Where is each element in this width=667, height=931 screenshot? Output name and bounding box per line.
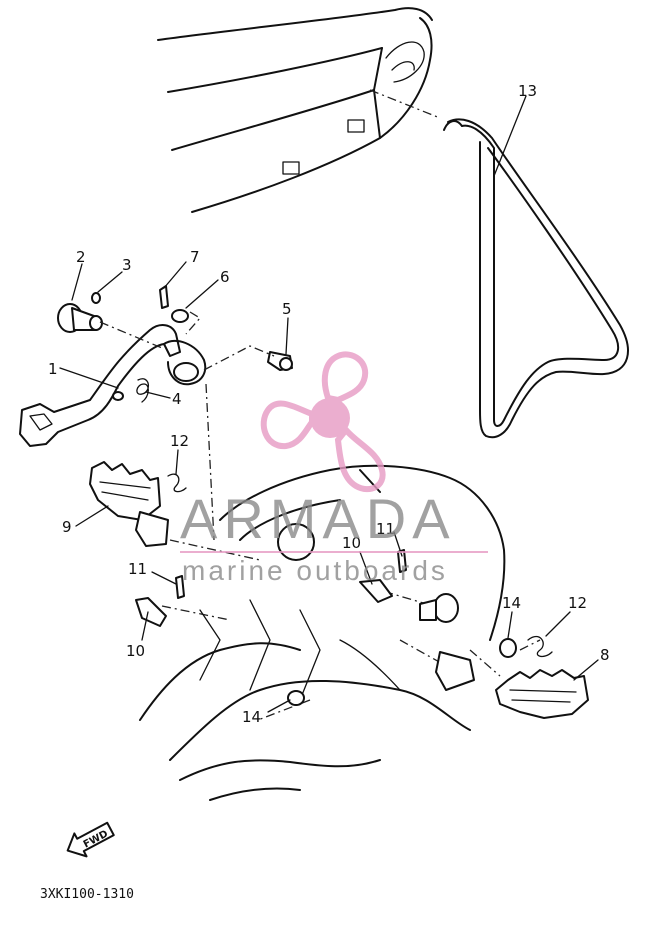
brake-pedal: [19, 324, 207, 447]
left-footrest: [89, 461, 187, 547]
callout-8: 8: [600, 646, 610, 664]
callout-4: 4: [172, 390, 182, 408]
callout-7: 7: [190, 248, 200, 266]
pivot-bolt: [57, 303, 103, 333]
watermark-brand: ARMADA: [180, 487, 456, 550]
side-stand: [443, 118, 629, 439]
callout-14-left: 14: [242, 708, 261, 726]
propeller-logo-icon: [260, 351, 386, 493]
callout-12-left: 12: [170, 432, 189, 450]
callout-3: 3: [122, 256, 132, 274]
callout-9: 9: [62, 518, 72, 536]
callout-1: 1: [48, 360, 58, 378]
callout-5: 5: [282, 300, 292, 318]
watermark: ARMADA marine outboards: [180, 351, 488, 586]
fwd-arrow: FWD: [66, 821, 115, 858]
assembly-lines: [99, 311, 541, 721]
small-parts: [91, 285, 293, 371]
right-footrest: [495, 635, 589, 719]
watermark-tagline: marine outboards: [182, 555, 448, 586]
callout-11-left: 11: [128, 560, 147, 578]
frame-lower: [135, 464, 506, 801]
callout-14-right: 14: [502, 594, 521, 612]
callout-2: 2: [76, 248, 86, 266]
callout-10-left: 10: [126, 642, 145, 660]
callouts: 1 2 3 4 5 6 7 8 9 10 10 11 11 12 12 13 1: [48, 82, 610, 726]
callout-13: 13: [518, 82, 537, 100]
callout-6: 6: [220, 268, 230, 286]
callout-12-right: 12: [568, 594, 587, 612]
callout-11-right: 11: [376, 520, 395, 538]
callout-10-right: 10: [342, 534, 361, 552]
frame-top: [157, 7, 441, 213]
part-code: 3XKI100-1310: [40, 887, 134, 902]
